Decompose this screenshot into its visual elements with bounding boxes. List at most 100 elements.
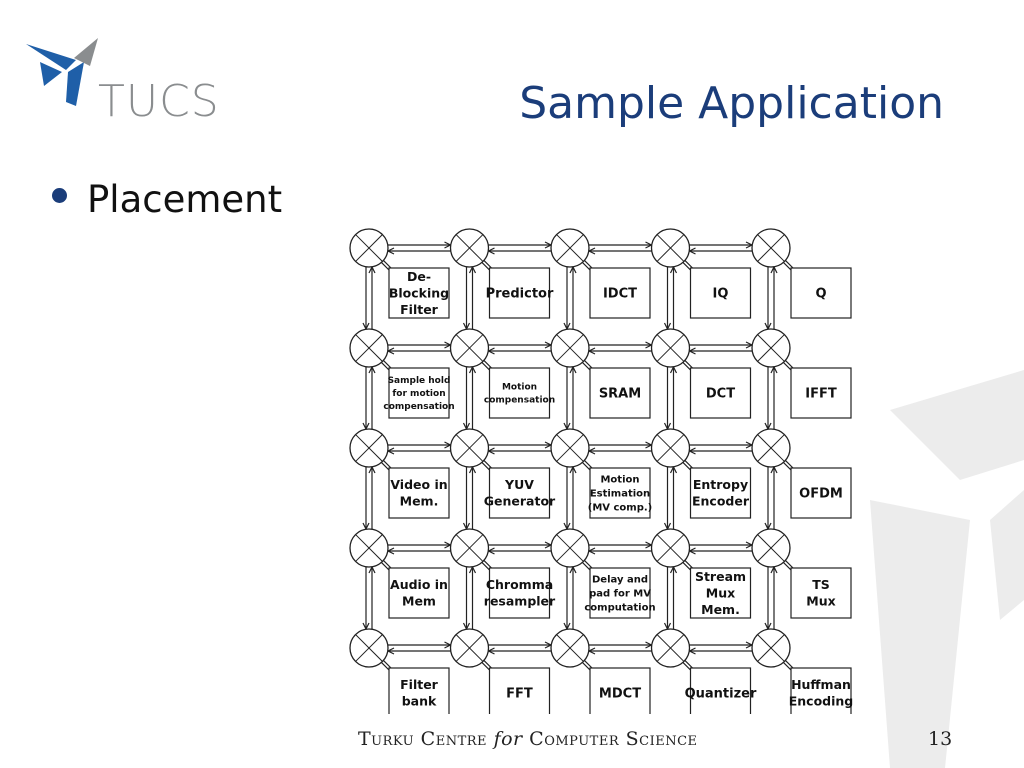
footer: Turku Centre for Computer Science — [358, 728, 698, 750]
tucs-logo-icon — [26, 38, 98, 106]
block-label: Predictor — [486, 287, 554, 302]
block-label: Filter — [400, 677, 439, 692]
block-label: Mem. — [701, 602, 740, 617]
bullet-item: Placement — [52, 178, 282, 221]
router-cross-icon — [751, 428, 791, 468]
router-cross-icon — [650, 228, 691, 268]
block-label: Encoder — [692, 494, 750, 509]
block-label: Blocking — [389, 285, 449, 300]
router-cross-icon — [449, 328, 490, 368]
block-label: pad for MV — [589, 589, 651, 600]
block-label: Mem. — [400, 494, 439, 509]
footer-part1: Turku Centre — [358, 728, 488, 750]
ip-block: Filter bank — [388, 667, 450, 714]
block-label: IQ — [713, 287, 729, 302]
block-label: YUV — [504, 477, 534, 492]
bullet-dot-icon — [52, 188, 67, 203]
ip-block: Predictor — [486, 267, 554, 319]
block-label: OFDM — [799, 487, 843, 502]
block-label: Mux — [806, 594, 835, 609]
router-cross-icon — [349, 528, 389, 568]
router-cross-icon — [550, 528, 590, 568]
ip-block: Chromma resampler — [484, 567, 556, 619]
block-label: Entropy — [693, 477, 748, 492]
block-label: bank — [402, 694, 437, 709]
router-cross-icon — [349, 628, 389, 668]
router-cross-icon — [550, 328, 590, 368]
ip-block: Motion compensation — [484, 367, 555, 419]
block-label: Sample hold — [388, 376, 451, 386]
ip-block: MDCT — [589, 667, 651, 714]
block-label: Estimation — [590, 489, 650, 500]
bullet-list: Placement — [52, 178, 282, 221]
tucs-logo: TUCS — [24, 36, 234, 132]
block-label: compensation — [383, 402, 454, 412]
block-label: (MV comp.) — [588, 503, 653, 514]
router-cross-icon — [751, 228, 791, 268]
ip-block: SRAM — [589, 367, 651, 419]
ip-block: FFT — [488, 667, 551, 714]
block-label: TS — [812, 577, 830, 592]
router-cross-icon — [349, 328, 389, 368]
bullet-text: Placement — [87, 178, 283, 221]
block-label: FFT — [506, 687, 533, 702]
block-label: IFFT — [805, 387, 837, 402]
router-cross-icon — [550, 428, 590, 468]
block-label: Encoding — [789, 694, 854, 709]
ip-block: YUV Generator — [484, 467, 556, 519]
block-label: DCT — [706, 387, 735, 402]
router-cross-icon — [449, 528, 490, 568]
logo-text: TUCS — [98, 76, 220, 127]
router-cross-icon — [650, 528, 691, 568]
block-label: IDCT — [603, 287, 637, 302]
block-label: Mem — [402, 594, 436, 609]
ip-block: IFFT — [790, 367, 852, 419]
block-label: Stream — [695, 569, 746, 584]
router-cross-icon — [449, 228, 490, 268]
ip-block: TS Mux — [790, 567, 852, 619]
router-cross-icon — [349, 428, 389, 468]
watermark-logo-icon — [870, 370, 1024, 768]
ip-block: Q — [790, 267, 852, 319]
router-cross-icon — [751, 628, 791, 668]
router-cross-icon — [650, 328, 691, 368]
router-cross-icon — [751, 528, 791, 568]
router-cross-icon — [449, 428, 490, 468]
ip-block: OFDM — [790, 467, 852, 519]
block-label: Delay and — [592, 575, 648, 586]
block-label: Generator — [484, 494, 556, 509]
block-label: Mux — [706, 585, 735, 600]
block-label: MDCT — [599, 687, 641, 702]
block-label: Q — [815, 287, 826, 302]
block-label: Chromma — [486, 577, 553, 592]
block-label: Huffman — [791, 677, 851, 692]
ip-block: IQ — [689, 267, 752, 319]
ip-block: IDCT — [589, 267, 651, 319]
block-label: Audio in — [390, 577, 448, 592]
router-cross-icon — [650, 628, 691, 668]
block-label: Video in — [390, 477, 447, 492]
block-label: resampler — [484, 594, 556, 609]
ip-block: DCT — [689, 367, 752, 419]
router-cross-icon — [751, 328, 791, 368]
block-label: Motion — [502, 383, 537, 393]
page-title: Sample Application — [519, 78, 944, 129]
router-cross-icon — [550, 628, 590, 668]
page-number: 13 — [928, 728, 953, 750]
block-label: for motion — [392, 389, 445, 399]
router-cross-icon — [650, 428, 691, 468]
footer-part3: Computer Science — [529, 728, 698, 750]
block-label: Quantizer — [685, 687, 757, 702]
ip-block: Sample hold for motion compensation — [383, 367, 455, 419]
router-cross-icon — [550, 228, 590, 268]
block-label: SRAM — [599, 387, 641, 402]
ip-block: Video in Mem. — [388, 467, 450, 519]
block-label: compensation — [484, 396, 555, 406]
